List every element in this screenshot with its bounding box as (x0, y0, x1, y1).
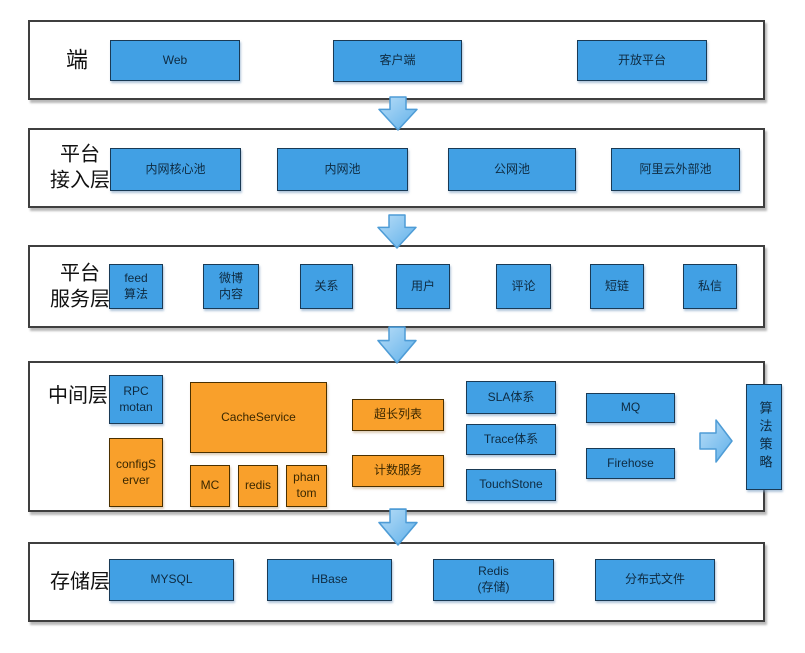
box-mysql: MYSQL (109, 559, 234, 601)
box-intranet-pool: 内网池 (277, 148, 408, 191)
box-relationship: 关系 (300, 264, 353, 309)
box-private-message: 私信 (683, 264, 737, 309)
layer-service: 平台 服务层 feed 算法 微博 内容 关系 用户 评论 短链 私信 (28, 245, 765, 328)
box-cacheservice: CacheService (190, 382, 327, 453)
down-arrow-2-icon (377, 214, 417, 249)
box-trace-system: Trace体系 (466, 424, 556, 455)
box-open-platform: 开放平台 (577, 40, 707, 81)
box-config-server: configS erver (109, 438, 163, 507)
down-arrow-1-icon (378, 96, 418, 131)
box-intranet-core-pool: 内网核心池 (110, 148, 241, 191)
box-aliyun-external-pool: 阿里云外部池 (611, 148, 740, 191)
box-client-app: 客户端 (333, 40, 462, 82)
box-distributed-file: 分布式文件 (595, 559, 715, 601)
box-mq: MQ (586, 393, 675, 423)
layer-access-label: 平台 接入层 (50, 143, 110, 192)
layer-storage-label: 存储层 (50, 570, 110, 593)
layer-service-label: 平台 服务层 (50, 262, 110, 311)
down-arrow-4-icon (378, 508, 418, 546)
right-arrow-icon (699, 419, 733, 463)
box-user: 用户 (396, 264, 450, 309)
box-feed-algorithm: feed 算法 (109, 264, 163, 309)
box-mc: MC (190, 465, 230, 507)
layer-client: 端 Web 客户端 开放平台 (28, 20, 765, 100)
box-algorithm-strategy: 算法策略 (746, 384, 782, 490)
box-web: Web (110, 40, 240, 81)
box-weibo-content: 微博 内容 (203, 264, 259, 309)
layer-middleware-label: 中间层 (48, 385, 108, 407)
box-redis-storage: Redis (存储) (433, 559, 554, 601)
box-comment: 评论 (496, 264, 551, 309)
box-rpc-motan: RPC motan (109, 375, 163, 424)
box-short-link: 短链 (590, 264, 644, 309)
layer-client-label: 端 (65, 47, 88, 73)
box-sla-system: SLA体系 (466, 381, 556, 414)
box-phantom: phan tom (286, 465, 327, 507)
box-redis: redis (238, 465, 278, 507)
box-public-pool: 公网池 (448, 148, 576, 191)
down-arrow-3-icon (377, 326, 417, 364)
layer-middleware: 中间层 RPC motan configS erver CacheService… (28, 361, 782, 512)
box-firehose: Firehose (586, 448, 675, 479)
box-hbase: HBase (267, 559, 392, 601)
box-long-list: 超长列表 (352, 399, 444, 431)
layer-access: 平台 接入层 内网核心池 内网池 公网池 阿里云外部池 (28, 128, 765, 208)
box-touchstone: TouchStone (466, 469, 556, 501)
layer-storage: 存储层 MYSQL HBase Redis (存储) 分布式文件 (28, 542, 765, 622)
box-counting-service: 计数服务 (352, 455, 444, 487)
